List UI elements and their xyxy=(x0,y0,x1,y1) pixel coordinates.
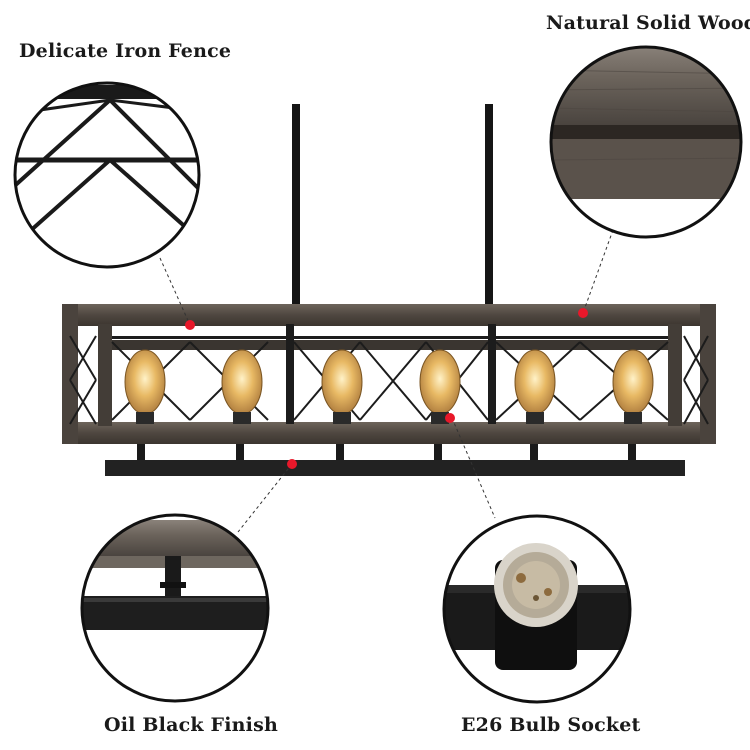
black-bottom-bar xyxy=(105,460,685,476)
wood-frame-top xyxy=(65,304,715,326)
edison-bulb xyxy=(612,349,654,424)
marker-dot xyxy=(445,413,455,423)
wood-post-right-outer xyxy=(700,304,716,444)
edison-bulb xyxy=(514,349,556,424)
wood-post-right-inner xyxy=(668,324,682,426)
iron-top-bar xyxy=(112,336,668,339)
callout-label-oil-black-finish: Oil Black Finish xyxy=(104,714,278,736)
detail-circle-bulb-socket xyxy=(442,514,632,704)
wood-post-left-outer xyxy=(62,304,78,444)
edison-bulb xyxy=(124,349,166,424)
marker-dot xyxy=(578,308,588,318)
detail-circle-iron-fence xyxy=(13,81,201,269)
marker-dot xyxy=(185,320,195,330)
edison-bulb xyxy=(419,349,461,424)
detail-circle-oil-black xyxy=(80,513,270,703)
socket-pegs xyxy=(137,444,636,460)
wood-post-left-inner xyxy=(98,324,112,426)
edison-bulb xyxy=(221,349,263,424)
center-post-right xyxy=(488,324,496,424)
callout-label-natural-wood: Natural Solid Wood xyxy=(546,12,750,34)
bulb-row xyxy=(124,349,654,424)
edison-bulb xyxy=(321,349,363,424)
callout-label-e26-socket: E26 Bulb Socket xyxy=(461,714,641,736)
wood-rail-inner xyxy=(98,340,682,350)
hanging-rod-right xyxy=(485,104,493,309)
callout-leaders xyxy=(159,229,614,533)
detail-circle-natural-wood xyxy=(549,45,743,239)
hanging-rod-left xyxy=(292,104,300,309)
marker-dots xyxy=(185,308,588,469)
center-post-left xyxy=(286,324,294,424)
wood-frame-bottom xyxy=(65,422,715,444)
marker-dot xyxy=(287,459,297,469)
callout-label-iron-fence: Delicate Iron Fence xyxy=(19,40,232,62)
